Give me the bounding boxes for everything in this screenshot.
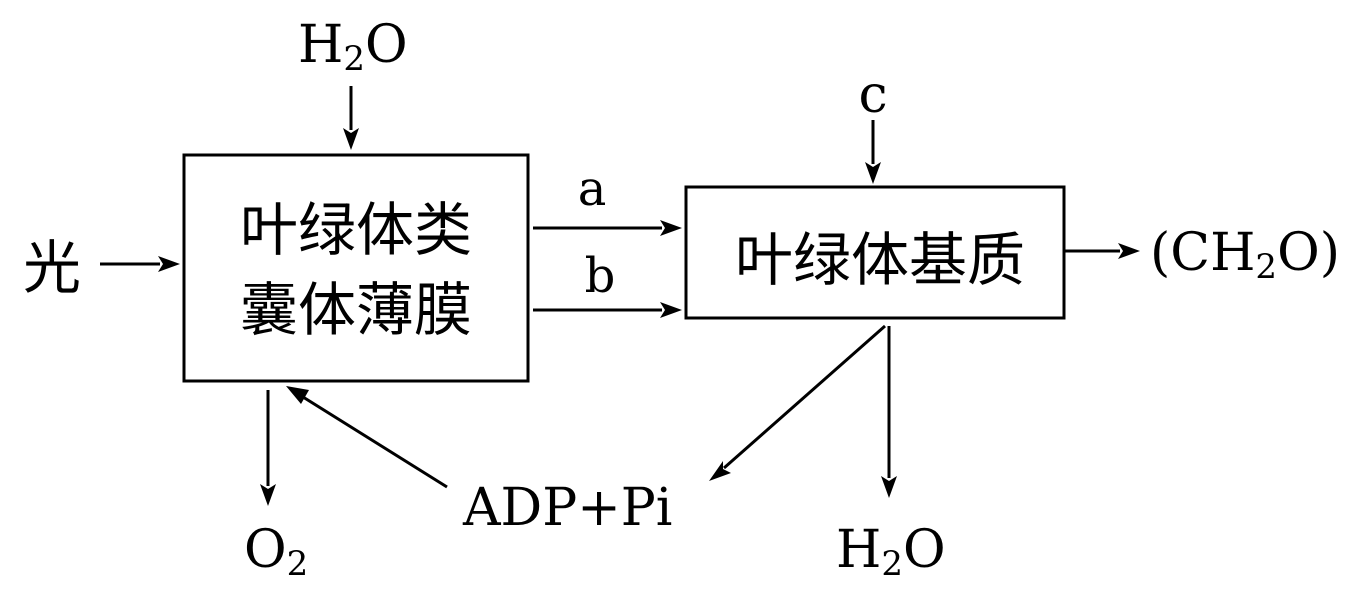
oxygen-arrow — [260, 390, 276, 506]
stroma-to-adp-arrow — [709, 324, 886, 481]
water-out-arrow — [881, 326, 897, 498]
stroma-label: 叶绿体基质 — [735, 226, 1025, 294]
thylakoid-box — [182, 153, 530, 383]
light-label: 光 — [23, 234, 81, 302]
c-label: c — [858, 65, 887, 125]
light-arrow — [100, 256, 180, 272]
a-label: a — [578, 161, 607, 217]
adp-to-thylakoid-arrow — [286, 386, 448, 489]
adp-pi-label: ADP+Pi — [462, 478, 672, 538]
carbohydrate-arrow — [1064, 243, 1140, 259]
thylakoid-label-line2: 囊体薄膜 — [240, 276, 472, 344]
b-label: b — [585, 248, 616, 304]
b-arrow — [533, 302, 682, 318]
water-in-label: H2O — [298, 15, 408, 79]
thylakoid-label-line1: 叶绿体类 — [240, 196, 472, 264]
carbohydrate-label: (CH2O) — [1150, 223, 1340, 287]
oxygen-label: O2 — [244, 520, 308, 584]
water-out-label: H2O — [836, 520, 946, 584]
water-in-arrow — [343, 86, 359, 150]
a-arrow — [533, 220, 682, 236]
c-arrow — [865, 120, 881, 184]
